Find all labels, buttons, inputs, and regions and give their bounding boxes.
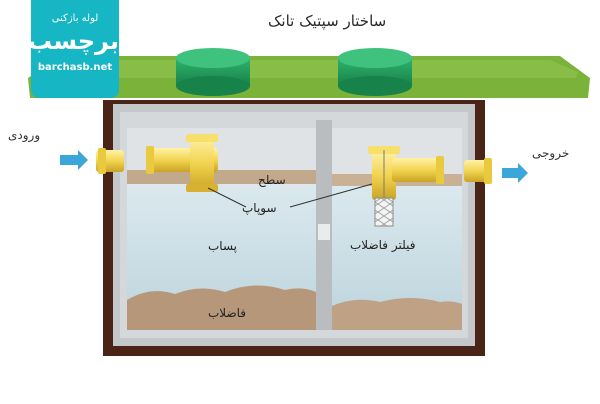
partition-slot bbox=[318, 224, 330, 240]
effluent-label: پساب bbox=[208, 239, 237, 253]
surface-label: سطح bbox=[258, 173, 286, 187]
logo-wordmark: برچسب bbox=[27, 27, 119, 55]
inlet-label: ورودی bbox=[8, 128, 41, 142]
outlet-arrow bbox=[502, 163, 528, 183]
inlet-arrow bbox=[60, 150, 88, 170]
outlet-pipe bbox=[464, 158, 492, 184]
sludge-label: فاضلاب bbox=[208, 306, 247, 320]
logo-subtitle: لوله بازکنی bbox=[51, 13, 99, 24]
logo-domain: barchasb.net bbox=[37, 62, 113, 73]
manhole-lid-left bbox=[176, 48, 250, 96]
right-sludge bbox=[332, 298, 462, 330]
grass-highlight bbox=[40, 60, 578, 78]
brand-logo: لوله بازکنی برچسب barchasb.net bbox=[27, 0, 119, 98]
valve-leader-right bbox=[289, 183, 373, 208]
left-scum-layer bbox=[127, 170, 316, 184]
outlet-label: خروجی bbox=[532, 146, 570, 160]
effluent-filter bbox=[374, 150, 394, 227]
inlet-tee-fitting bbox=[146, 134, 218, 192]
manhole-lid-right bbox=[338, 48, 412, 96]
diagram-title: ساختار سپتیک تانک bbox=[268, 12, 387, 30]
valve-label: سوپاپ bbox=[242, 201, 277, 215]
filter-label: فیلتر فاضلاب bbox=[350, 238, 416, 252]
left-sludge bbox=[127, 285, 316, 330]
inlet-pipe bbox=[96, 148, 124, 174]
valve-leader-left bbox=[207, 187, 247, 208]
